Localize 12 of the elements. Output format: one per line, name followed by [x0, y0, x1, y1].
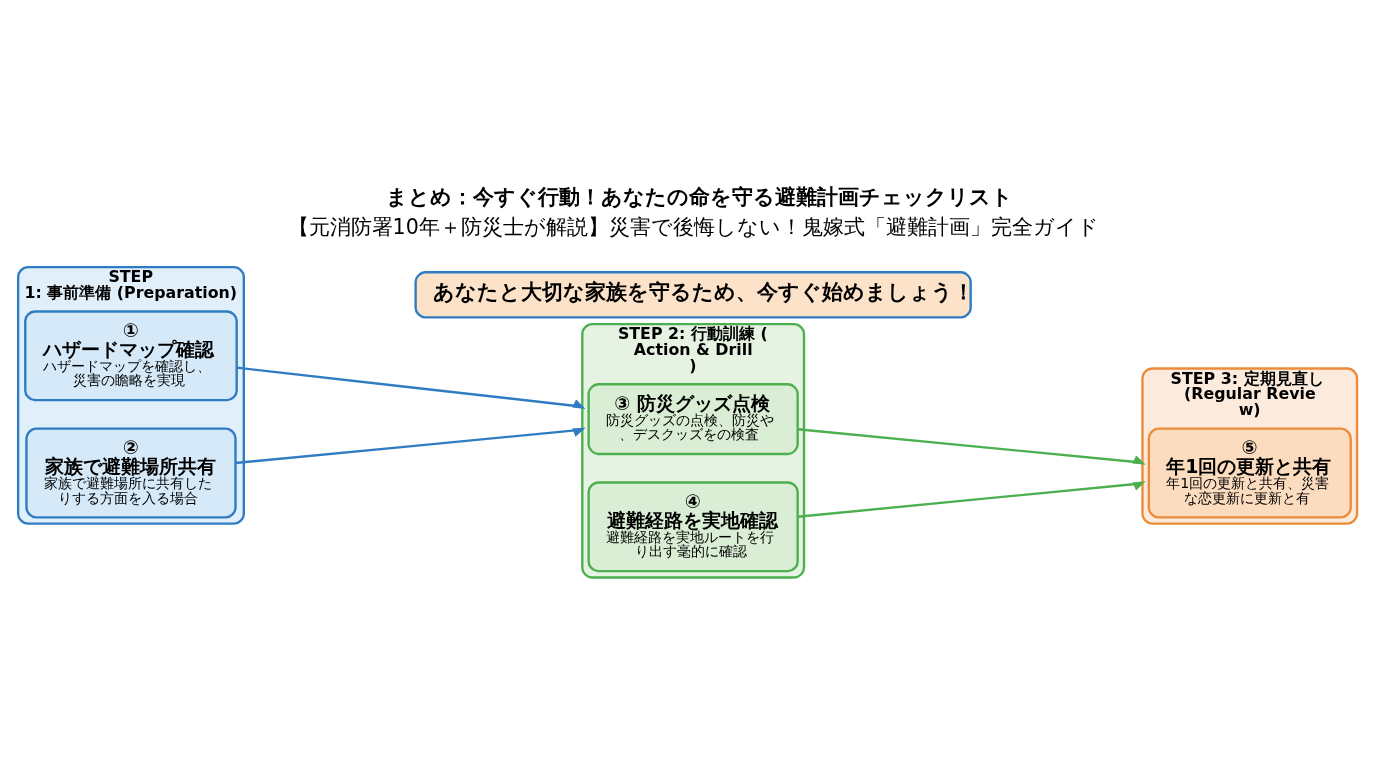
label: 【元消防署10年＋防災士が解説】災害で後悔しない！鬼嫁式「避難計画」完全ガイド: [287, 214, 1099, 239]
node-box: ① ハザードマップ確認 ハザードマップを確認し、災害の瞻略を実現: [24, 309, 238, 401]
node-box: ③ 防災グッズ点検 防災グッズの点検、防災や、デスクッズをの検査: [587, 382, 799, 455]
arrow: [797, 427, 1146, 465]
diagram-title: まとめ：今すぐ行動！あなたの命を守る避難計画チェックリスト: [386, 184, 1014, 209]
node-box: あなたと大切な家族を守るため、今すぐ始めましょう！: [414, 270, 972, 319]
arrow: [236, 366, 586, 409]
node-box: ④ 避難経路を実地確認 避難経路を実地ルートを行り出す毫的に確認: [587, 480, 799, 572]
arrow: [235, 427, 586, 464]
node-box: ② 家族で避難場所共有 家族で避難場所に共有したりする方面を入る場合: [25, 426, 237, 518]
node-box: ⑤ 年1回の更新と共有 年1回の更新と共有、災害な恋更新に更新と有: [1147, 426, 1352, 518]
arrow: [797, 480, 1146, 518]
